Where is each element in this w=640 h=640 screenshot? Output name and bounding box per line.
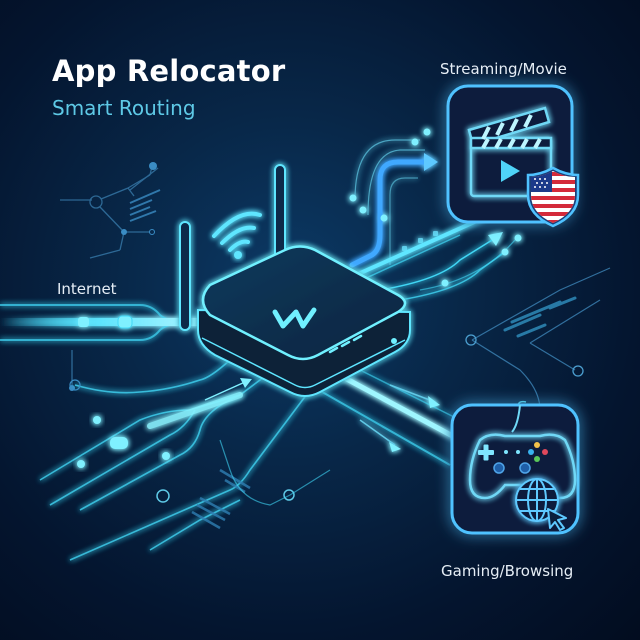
wifi-icon: [212, 211, 262, 252]
cursor-icon: [547, 508, 567, 531]
gaming-tile: [450, 400, 580, 535]
gaming-label: Gaming/Browsing: [441, 562, 574, 580]
play-icon: [501, 160, 520, 182]
streaming-tile: [446, 84, 580, 228]
streaming-label: Streaming/Movie: [440, 60, 567, 78]
page-title: App Relocator: [52, 54, 286, 88]
gamepad-icon: [468, 433, 577, 500]
page-subtitle: Smart Routing: [52, 96, 196, 120]
internet-data-stream: [0, 304, 205, 341]
router-icon: [179, 164, 411, 397]
internet-label: Internet: [57, 280, 117, 298]
us-flag-shield-icon: [526, 166, 580, 228]
